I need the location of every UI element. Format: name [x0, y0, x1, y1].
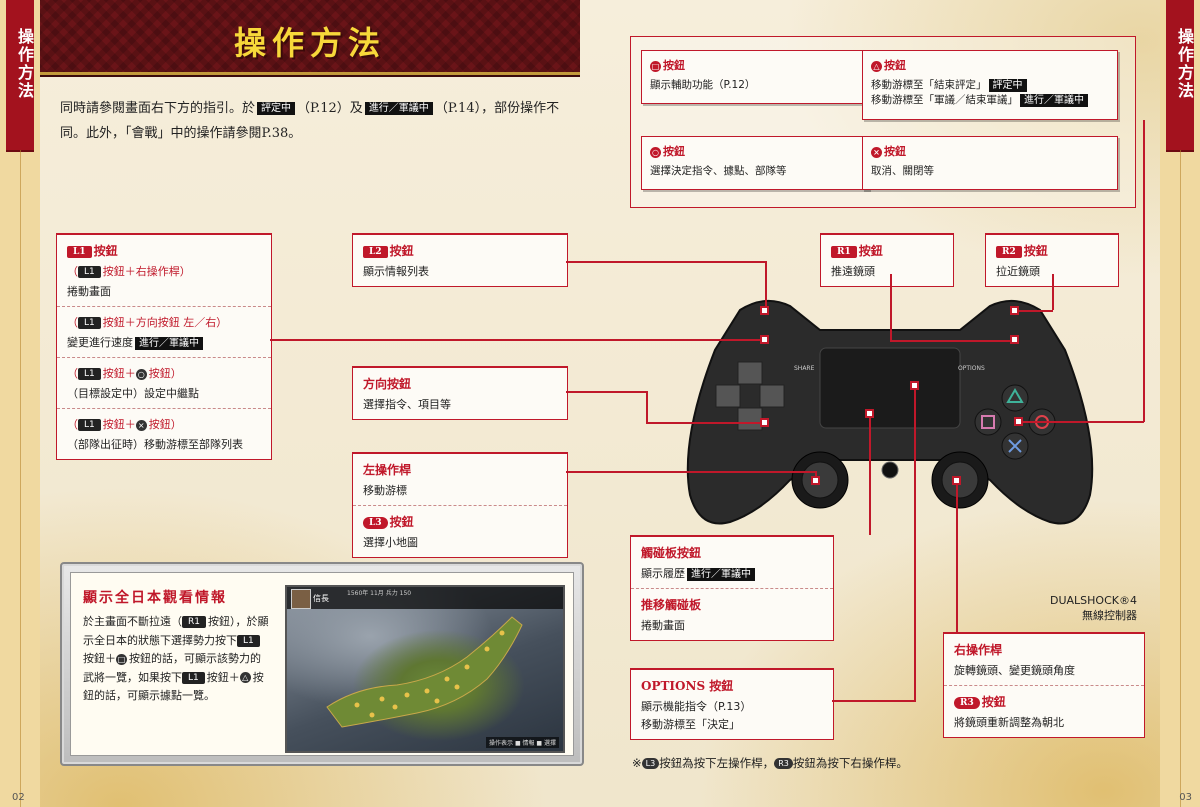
- ps4-controller-illustration: SHARE OPTIONS: [686, 299, 1094, 525]
- options-label: OPTIONS: [958, 365, 985, 372]
- page-number-right: 03: [1179, 792, 1192, 803]
- tag-evaluation: 評定中: [257, 102, 296, 115]
- square-icon: □: [116, 653, 127, 665]
- triangle-icon: △: [871, 60, 882, 72]
- circle-icon: ○: [650, 146, 661, 158]
- right-side-tab: 操作方法: [1160, 0, 1200, 807]
- daimyo-avatar: [291, 589, 311, 609]
- dpad: [715, 361, 785, 431]
- left-stick: [801, 461, 839, 499]
- options-box: OPTIONS 按鈕 顯示機能指令（P.13） 移動游標至「決定」: [630, 668, 834, 740]
- side-tab-label: 操作方法: [15, 28, 34, 100]
- left-side-tab: 操作方法: [0, 0, 40, 807]
- cross-icon: ×: [135, 419, 147, 431]
- cross-icon: ×: [871, 146, 882, 158]
- triangle-symbol-icon: [1006, 388, 1024, 403]
- dpad-box: 方向按鈕 選擇指令、項目等: [352, 366, 568, 420]
- circle-button-box: ○按鈕 選擇決定指令、據點、部隊等: [641, 136, 869, 190]
- circle-icon: ○: [135, 368, 147, 380]
- cross-button-box: ×按鈕 取消、關閉等: [862, 136, 1118, 190]
- japan-map-icon: [326, 616, 523, 728]
- page-number-left: 02: [12, 792, 25, 803]
- page-title: 操作方法: [233, 24, 386, 62]
- japan-view-title: 顯示全日本觀看情報: [83, 590, 227, 606]
- triangle-icon: △: [239, 672, 251, 683]
- touchpad-box: 觸碰板按鈕 顯示履歷進行／軍議中 推移觸碰板 捲動畫面: [630, 535, 834, 641]
- intro-text: 同時請參閱畫面右下方的指引。於評定中（P.12）及進行／軍議中（P.14），部份…: [60, 101, 560, 141]
- share-label: SHARE: [794, 365, 815, 372]
- triangle-button-box: △按鈕 移動游標至「結束評定」評定中移動游標至「軍議／結束軍議」進行／軍議中: [862, 50, 1118, 120]
- ps-button: [881, 461, 899, 479]
- square-symbol-icon: [981, 415, 995, 429]
- side-tab-label: 操作方法: [1175, 28, 1194, 100]
- game-hud: 信長 1560年 11月 兵力 150: [287, 587, 563, 609]
- title-banner: 操作方法: [40, 0, 580, 75]
- tag-progress: 進行／軍議中: [364, 102, 433, 115]
- controller-name: DUALSHOCK®4 無線控制器: [1050, 594, 1137, 622]
- square-icon: □: [650, 60, 661, 72]
- japan-map-screenshot: 信長 1560年 11月 兵力 150 操作表示 ■ 情報 ■ 選擇: [285, 585, 565, 753]
- cross-symbol-icon: [1008, 439, 1022, 453]
- square-button-box: □按鈕 顯示輔助功能（P.12）: [641, 50, 869, 104]
